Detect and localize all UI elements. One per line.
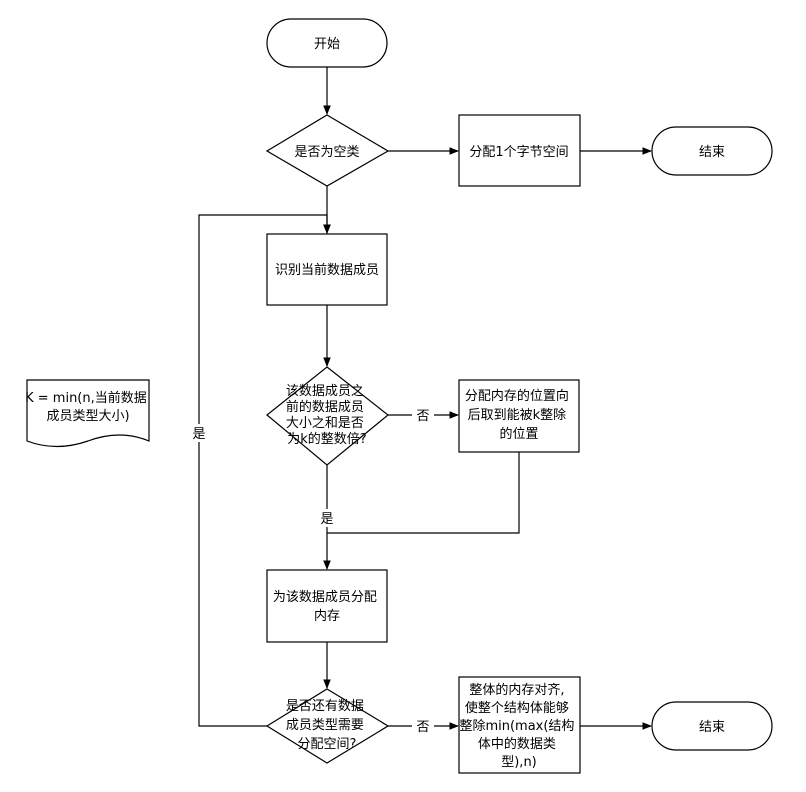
start-terminator	[266, 18, 388, 68]
alloc-member-process	[266, 569, 388, 643]
edge-label-bg	[188, 424, 210, 442]
multiple-check-decision	[266, 366, 389, 466]
alloc-one-byte-process	[458, 114, 581, 187]
flow-shapes	[26, 18, 773, 774]
edge-label-no-more-members: 否	[416, 720, 429, 735]
end-terminator-bottom	[651, 701, 773, 751]
arrow-more-yes-loop	[198, 214, 331, 727]
edge-label-yes-more-members: 是	[192, 427, 205, 442]
edge-label-bg	[412, 406, 434, 424]
arrow-move-to-alloc	[327, 452, 520, 534]
empty-class-decision	[265, 114, 390, 187]
multiple-check-label: 该数据成员之 前的数据成员 大小之和是否 为k的整数倍?	[286, 384, 368, 447]
move-position-process	[458, 379, 580, 453]
move-position-label: 分配内存的位置向 后取到能被k整除 的位置	[465, 388, 573, 442]
identify-member-process	[266, 233, 388, 306]
node-labels: 开始 是否为空类 分配1个字节空间 结束 识别当前数据成员 该数据成员之 前的数…	[25, 37, 725, 770]
edge-label-no-multiple: 否	[416, 409, 429, 424]
more-members-label: 是否还有数据 成员类型需要 分配空间?	[286, 699, 368, 752]
align-whole-process	[458, 676, 581, 774]
k-note-label: K = min(n,当前数据 成员类型大小)	[25, 390, 151, 424]
edge-label-yes-multiple: 是	[320, 512, 333, 527]
identify-member-label: 识别当前数据成员	[275, 262, 379, 278]
start-label: 开始	[314, 37, 340, 52]
edge-label-bg	[316, 509, 338, 527]
end-terminator-top	[651, 126, 773, 176]
align-whole-label: 整体的内存对齐, 使整个结构体能够 整除min(max(结构 体中的数据类 型)…	[459, 682, 578, 770]
end-bottom-label: 结束	[699, 720, 725, 735]
more-members-decision	[265, 688, 390, 764]
empty-class-label: 是否为空类	[294, 145, 359, 160]
edge-labels: 否 是 是 否	[188, 406, 434, 735]
edge-label-bg	[412, 717, 434, 735]
k-note-document	[26, 379, 150, 448]
end-top-label: 结束	[699, 145, 725, 160]
alloc-member-label: 为该数据成员分配 内存	[273, 590, 381, 624]
alloc-one-byte-label: 分配1个字节空间	[469, 145, 568, 160]
